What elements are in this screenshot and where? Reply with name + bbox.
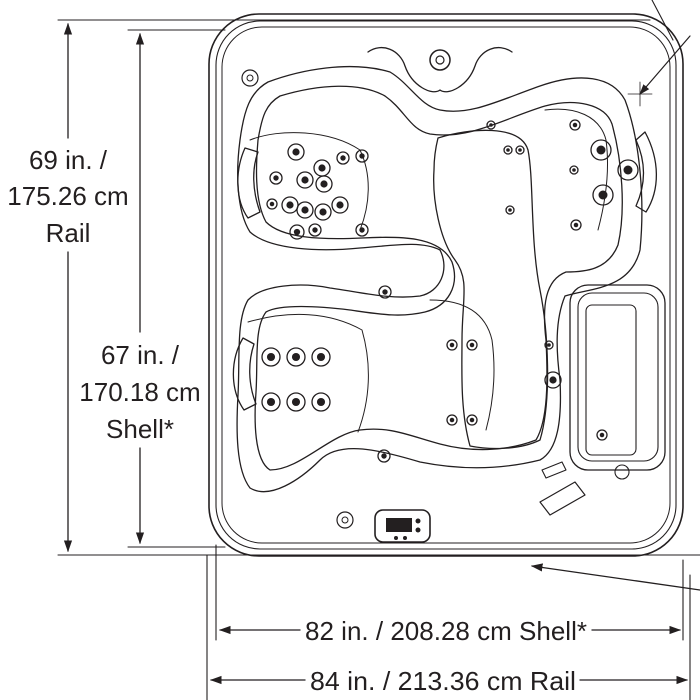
jet-nozzle <box>266 397 276 407</box>
jet-icon <box>466 414 478 426</box>
jet-icon <box>446 414 458 426</box>
jet-nozzle <box>336 201 344 209</box>
jet-icon <box>617 159 639 181</box>
dimension-lines <box>57 0 700 700</box>
jet-icon <box>505 205 515 215</box>
jet-nozzle <box>318 164 326 172</box>
jet-icon <box>590 139 612 161</box>
jets <box>261 119 639 463</box>
jet-nozzle <box>266 352 276 362</box>
jet-nozzle <box>599 432 605 438</box>
rail-height-label: 69 in. / 175.26 cm Rail <box>7 145 128 248</box>
jet-nozzle <box>449 342 455 348</box>
jet-nozzle <box>269 201 275 207</box>
jet-nozzle <box>381 453 387 459</box>
jet-icon <box>466 339 478 351</box>
jet-icon <box>515 145 525 155</box>
jet-nozzle <box>301 206 309 214</box>
jet-icon <box>286 347 306 367</box>
jet-icon <box>592 184 614 206</box>
jet-nozzle <box>359 153 365 159</box>
jet-nozzle <box>301 176 309 184</box>
shell-height-line-2: 170.18 cm <box>79 377 200 407</box>
shell-height-line-3: Shell* <box>106 414 174 444</box>
shell-width-label: 82 in. / 208.28 cm Shell* <box>305 616 587 646</box>
jet-icon <box>596 429 608 441</box>
jet-icon <box>377 449 391 463</box>
rail-width-label: 84 in. / 213.36 cm Rail <box>310 666 576 696</box>
jet-icon <box>544 371 562 389</box>
shell-height-line-1: 67 in. / <box>101 340 180 370</box>
jet-nozzle <box>273 175 279 181</box>
jet-icon <box>269 171 283 185</box>
rail-height-line-1: 69 in. / <box>29 145 108 175</box>
jet-icon <box>544 340 554 350</box>
jet-nozzle <box>547 343 551 347</box>
jet-icon <box>266 198 278 210</box>
jet-icon <box>315 175 333 193</box>
jet-icon <box>261 392 281 412</box>
jet-nozzle <box>549 376 557 384</box>
jet-nozzle <box>623 165 633 175</box>
jet-nozzle <box>469 342 475 348</box>
jet-nozzle <box>382 289 388 295</box>
jet-icon <box>378 285 392 299</box>
jet-nozzle <box>292 148 300 156</box>
jet-nozzle <box>319 208 327 216</box>
jet-nozzle <box>312 227 318 233</box>
jet-nozzle <box>469 417 475 423</box>
jet-icon <box>503 145 513 155</box>
jet-icon <box>296 201 314 219</box>
jet-icon <box>287 143 305 161</box>
jet-icon <box>289 224 305 240</box>
jet-icon <box>570 219 582 231</box>
jet-nozzle <box>598 190 608 200</box>
jet-icon <box>486 120 496 130</box>
jet-nozzle <box>489 123 493 127</box>
jet-nozzle <box>291 397 301 407</box>
jet-icon <box>355 223 369 237</box>
jet-nozzle <box>316 352 326 362</box>
jet-nozzle <box>573 222 579 228</box>
jet-icon <box>261 347 281 367</box>
jet-nozzle <box>293 228 301 236</box>
jet-nozzle <box>359 227 365 233</box>
jet-nozzle <box>518 148 522 152</box>
spa-interior <box>232 47 666 529</box>
jet-icon <box>296 171 314 189</box>
spa-shell <box>208 13 684 557</box>
jet-nozzle <box>316 397 326 407</box>
jet-nozzle <box>449 417 455 423</box>
jet-nozzle <box>572 122 578 128</box>
jet-icon <box>331 196 349 214</box>
jet-icon <box>311 347 331 367</box>
jet-nozzle <box>572 168 576 172</box>
jet-icon <box>311 392 331 412</box>
jet-nozzle <box>596 145 606 155</box>
jet-nozzle <box>508 208 512 212</box>
jet-icon <box>355 149 369 163</box>
jet-icon <box>336 151 350 165</box>
jet-icon <box>569 165 579 175</box>
jet-nozzle <box>286 201 294 209</box>
jet-nozzle <box>506 148 510 152</box>
jet-nozzle <box>291 352 301 362</box>
jet-nozzle <box>340 155 346 161</box>
rail-height-line-3: Rail <box>46 218 91 248</box>
jet-icon <box>286 392 306 412</box>
shell-height-label: 67 in. / 170.18 cm Shell* <box>79 340 200 444</box>
rail-height-line-2: 175.26 cm <box>7 181 128 211</box>
jet-icon <box>446 339 458 351</box>
jet-nozzle <box>320 180 328 188</box>
jet-icon <box>308 223 322 237</box>
keypad-icon <box>374 509 431 543</box>
jet-icon <box>569 119 581 131</box>
jet-icon <box>314 203 332 221</box>
